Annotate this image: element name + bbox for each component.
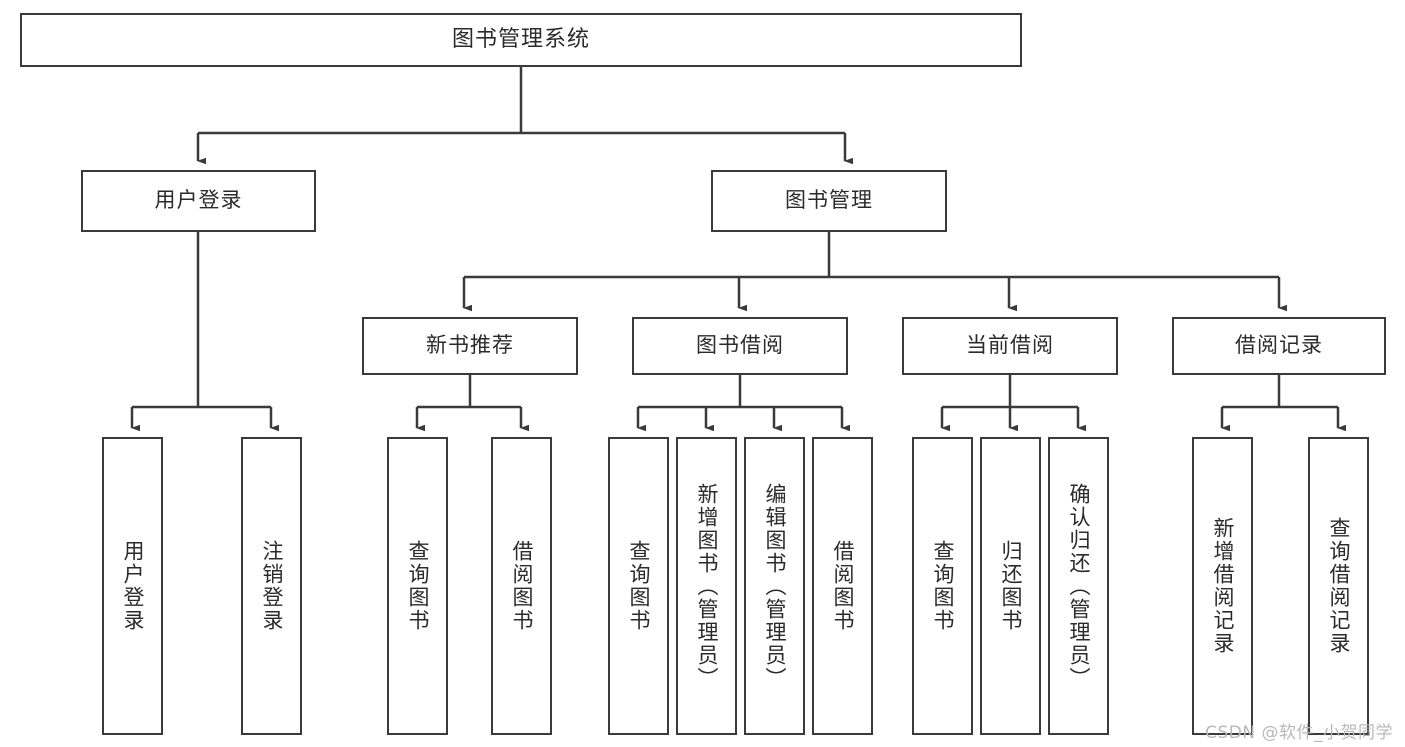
- leaf-current-borrow-return-book[interactable]: 归还图书: [980, 437, 1041, 735]
- leaf-current-borrow-query-book[interactable]: 查询图书: [912, 437, 973, 735]
- node-new-book-recommend[interactable]: 新书推荐: [362, 317, 578, 375]
- leaf-new-book-query-book[interactable]: 查询图书: [387, 437, 448, 735]
- leaf-inner: 查询借阅记录: [1310, 439, 1367, 733]
- leaf-book-borrow-query-book[interactable]: 查询图书: [608, 437, 669, 735]
- edge-new-book-to-leaves: [415, 375, 529, 432]
- node-label: 图书借阅: [696, 333, 784, 358]
- node-label: 查询借阅记录: [1327, 517, 1351, 655]
- leaf-new-book-borrow-book[interactable]: 借阅图书: [491, 437, 552, 735]
- node-label: 图书管理: [785, 188, 873, 213]
- node-label: 编辑图书（管理员）: [763, 482, 787, 690]
- edge-book-borrow-to-leaves: [636, 375, 850, 432]
- node-borrow-record[interactable]: 借阅记录: [1172, 317, 1386, 375]
- leaf-inner: 查询图书: [389, 439, 446, 733]
- leaf-inner: 确认归还（管理员）: [1050, 439, 1107, 733]
- leaf-inner: 查询图书: [610, 439, 667, 733]
- node-label: 注销登录: [260, 540, 284, 632]
- leaf-user-login-login[interactable]: 用户登录: [102, 437, 163, 735]
- leaf-inner: 新增图书（管理员）: [678, 439, 735, 733]
- node-label: 用户登录: [121, 540, 145, 632]
- leaf-book-borrow-add-book-admin[interactable]: 新增图书（管理员）: [676, 437, 737, 735]
- edge-user-login-to-leaves: [130, 232, 279, 432]
- leaf-inner: 查询图书: [914, 439, 971, 733]
- node-label: 查询图书: [931, 540, 955, 632]
- leaf-borrow-record-add-record[interactable]: 新增借阅记录: [1192, 437, 1253, 735]
- node-label: 当前借阅: [966, 333, 1054, 358]
- leaf-borrow-record-query-record[interactable]: 查询借阅记录: [1308, 437, 1369, 735]
- node-label: 新增图书（管理员）: [695, 482, 719, 690]
- leaf-user-login-logout[interactable]: 注销登录: [241, 437, 302, 735]
- node-book-management[interactable]: 图书管理: [711, 170, 947, 232]
- node-label: 归还图书: [999, 540, 1023, 632]
- leaf-inner: 借阅图书: [493, 439, 550, 733]
- node-label: 借阅记录: [1235, 333, 1323, 358]
- node-label: 用户登录: [154, 188, 243, 213]
- edge-book-mgmt-to-level3: [462, 232, 1287, 312]
- leaf-current-borrow-confirm-return-admin[interactable]: 确认归还（管理员）: [1048, 437, 1109, 735]
- leaf-inner: 用户登录: [104, 439, 161, 733]
- node-label: 图书管理系统: [451, 26, 590, 52]
- leaf-inner: 借阅图书: [814, 439, 871, 733]
- node-user-login[interactable]: 用户登录: [81, 170, 316, 232]
- leaf-inner: 归还图书: [982, 439, 1039, 733]
- node-current-borrow[interactable]: 当前借阅: [902, 317, 1118, 375]
- csdn-watermark: CSDN @软件_小贺同学: [1205, 723, 1393, 743]
- node-label: 查询图书: [627, 540, 651, 632]
- node-label: 查询图书: [406, 540, 430, 632]
- leaf-inner: 注销登录: [243, 439, 300, 733]
- leaf-book-borrow-edit-book-admin[interactable]: 编辑图书（管理员）: [744, 437, 805, 735]
- edge-current-borrow-to-leaves: [940, 375, 1086, 432]
- node-label: 借阅图书: [510, 540, 534, 632]
- node-label: 新增借阅记录: [1211, 517, 1235, 655]
- node-book-borrow[interactable]: 图书借阅: [632, 317, 848, 375]
- edge-borrow-record-to-leaves: [1220, 375, 1346, 432]
- node-label: 确认归还（管理员）: [1067, 482, 1091, 690]
- edge-root-to-level2: [196, 67, 853, 165]
- node-label: 新书推荐: [426, 333, 514, 358]
- leaf-inner: 新增借阅记录: [1194, 439, 1251, 733]
- node-label: 借阅图书: [831, 540, 855, 632]
- node-root-book-management-system[interactable]: 图书管理系统: [20, 13, 1022, 67]
- leaf-inner: 编辑图书（管理员）: [746, 439, 803, 733]
- leaf-book-borrow-borrow-book[interactable]: 借阅图书: [812, 437, 873, 735]
